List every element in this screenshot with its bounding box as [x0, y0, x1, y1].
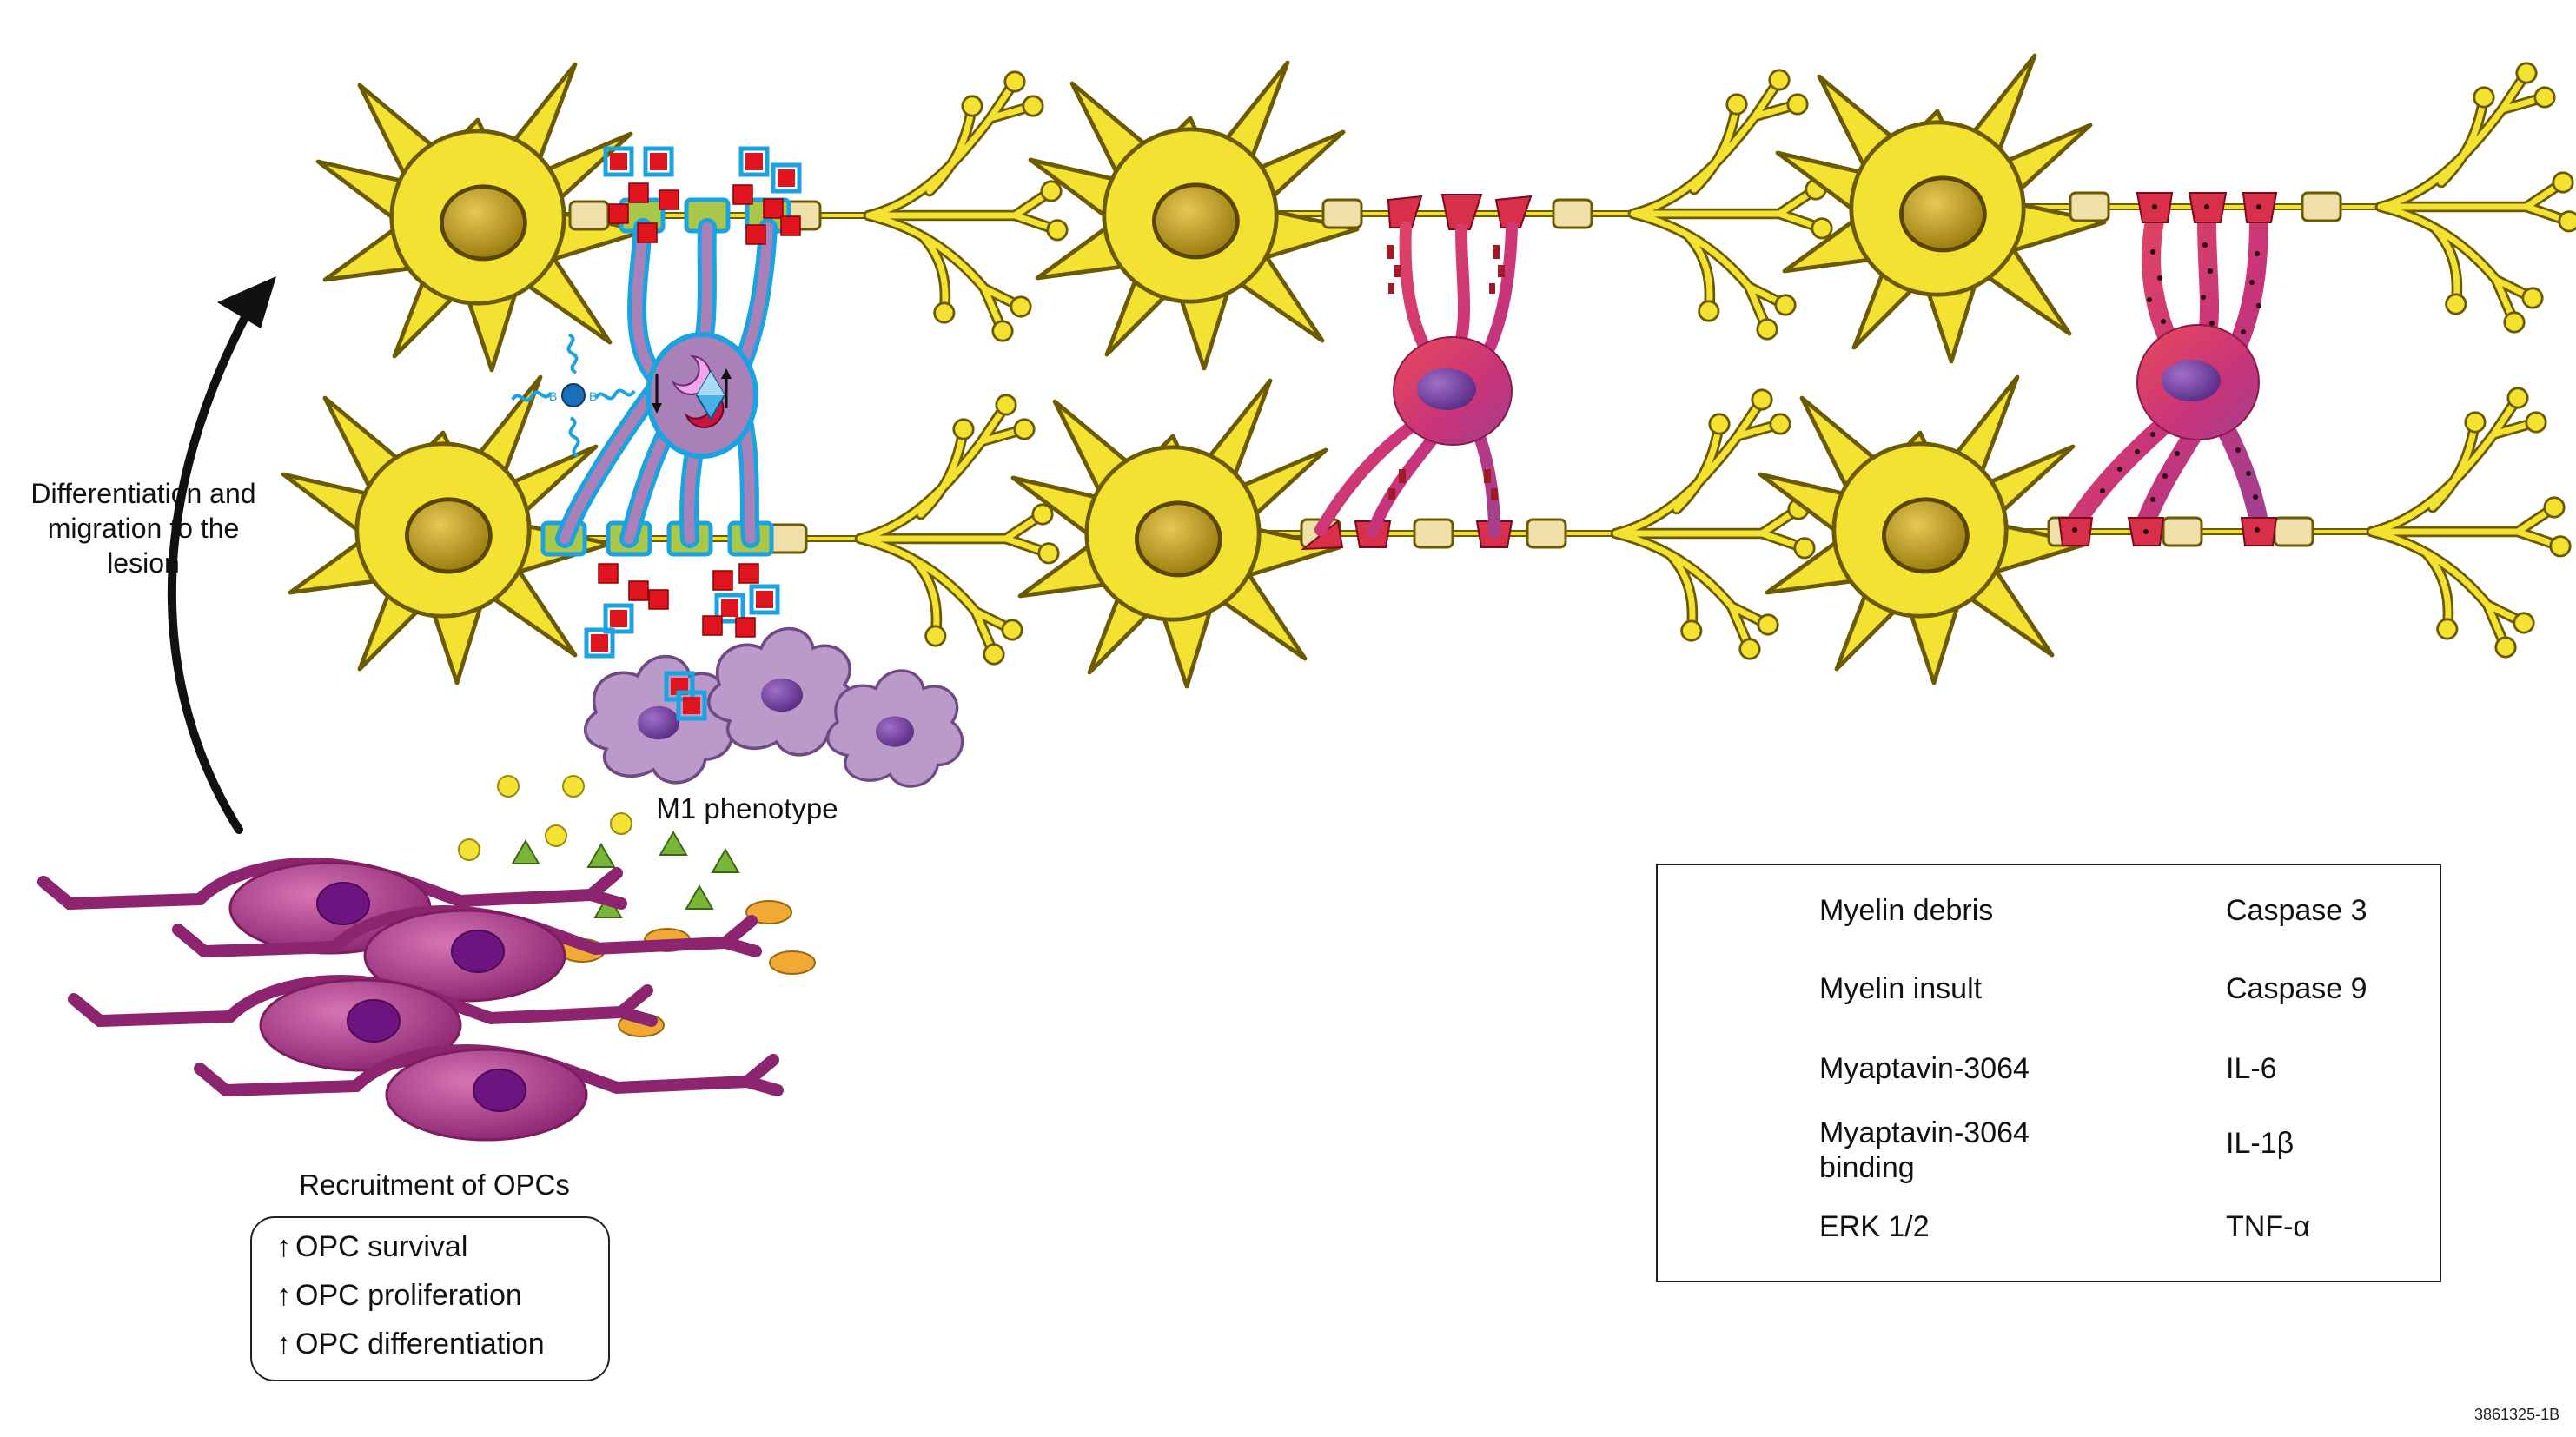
opc-effect-item: ↑OPC differentiation [276, 1328, 545, 1361]
differentiation-label: Differentiation and migration to the les… [30, 478, 256, 579]
legend-label: Myaptavin-3064 binding [1819, 1116, 2030, 1184]
legend-label: Myelin insult [1819, 972, 1983, 1005]
legend-label: Myelin debris [1819, 894, 1994, 927]
panel-3-myelin-insult [1760, 56, 2576, 683]
opc-cell [200, 1050, 778, 1140]
oligodendrocyte-cell [2067, 211, 2268, 531]
recruitment-label: Recruitment of OPCs [299, 1169, 570, 1201]
myaptavin-molecule-icon: B B [511, 333, 636, 458]
opc-effect-item: ↑OPC survival [276, 1230, 468, 1263]
legend-label: IL-1β [2226, 1127, 2295, 1160]
svg-text:B: B [589, 389, 597, 403]
legend-label: IL-6 [2226, 1052, 2277, 1085]
legend-label: Caspase 9 [2226, 972, 2367, 1005]
microglia-m1 [583, 654, 734, 785]
oligodendrocyte-cell [1314, 222, 1518, 538]
panel-2-demyelination [1013, 63, 1831, 686]
svg-text:B: B [549, 389, 557, 403]
panel-1-remyelination: B B [283, 64, 1067, 788]
opc-cells [43, 863, 778, 1140]
up-arrow-icon: ↑ [276, 1279, 291, 1312]
m1-phenotype-label: M1 phenotype [656, 792, 838, 824]
microglia-m1 [826, 669, 964, 788]
opc-effects-box: ↑OPC survival ↑OPC proliferation ↑OPC di… [250, 1216, 610, 1381]
up-arrow-icon: ↑ [276, 1230, 291, 1263]
legend-label: Myaptavin-3064 [1819, 1052, 2030, 1085]
legend-label: ERK 1/2 [1819, 1210, 1930, 1243]
legend [1656, 864, 2441, 1282]
opc-cell [74, 980, 652, 1070]
legend-label: Caspase 3 [2226, 894, 2367, 927]
up-arrow-icon: ↑ [276, 1328, 291, 1361]
opc-effect-item: ↑OPC proliferation [276, 1279, 522, 1312]
legend-label: TNF-α [2226, 1210, 2311, 1243]
migration-arrow [167, 276, 276, 834]
figure-code: 3861325-1B [2474, 1406, 2560, 1423]
